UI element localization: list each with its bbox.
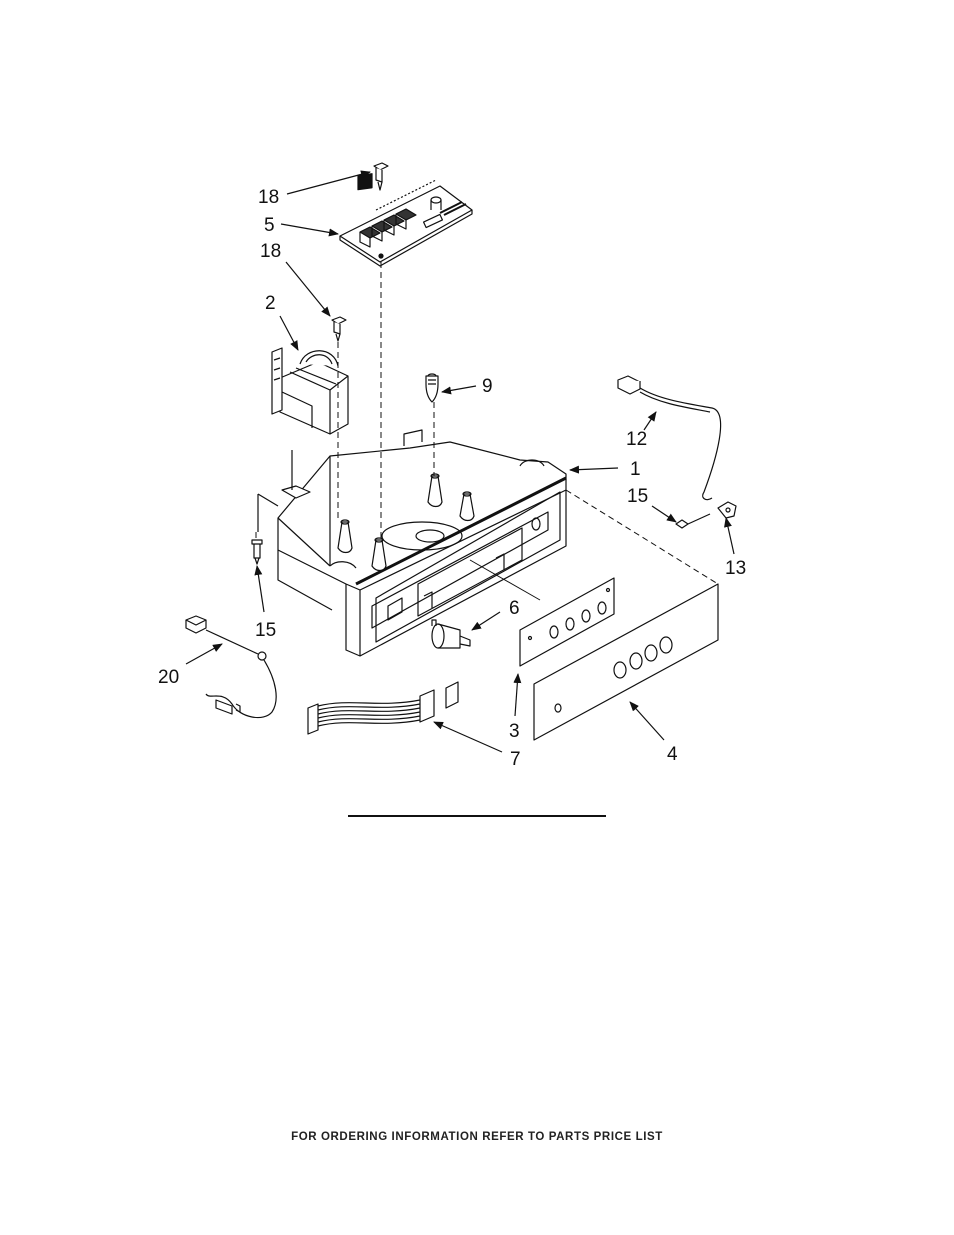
screw-18-middle — [332, 317, 346, 341]
divider-line — [348, 815, 606, 817]
callout-15-right: 15 — [627, 486, 648, 507]
callout-12: 12 — [626, 429, 647, 450]
plug-9 — [426, 374, 438, 402]
callout-1: 1 — [630, 459, 641, 480]
control-housing — [258, 430, 566, 656]
callout-15-left: 15 — [255, 620, 276, 641]
callout-5: 5 — [264, 215, 275, 236]
callout-2: 2 — [265, 293, 276, 314]
screw-15-right — [676, 514, 710, 528]
callout-18-middle: 18 — [260, 241, 281, 262]
callout-4: 4 — [667, 744, 678, 765]
callout-9: 9 — [482, 376, 493, 397]
screw-18-top — [374, 163, 388, 190]
callout-20: 20 — [158, 667, 179, 688]
callout-18-top: 18 — [258, 187, 279, 208]
switch-6 — [432, 620, 470, 648]
callout-6: 6 — [509, 598, 520, 619]
callout-13: 13 — [725, 558, 746, 579]
footer-note: FOR ORDERING INFORMATION REFER TO PARTS … — [0, 1131, 954, 1143]
control-board — [340, 174, 472, 266]
transformer — [272, 348, 348, 434]
callout-3: 3 — [509, 721, 520, 742]
screw-15-left — [252, 540, 262, 564]
ribbon-cable-7 — [308, 682, 458, 734]
clamp-13 — [718, 502, 736, 518]
callout-7: 7 — [510, 749, 521, 770]
